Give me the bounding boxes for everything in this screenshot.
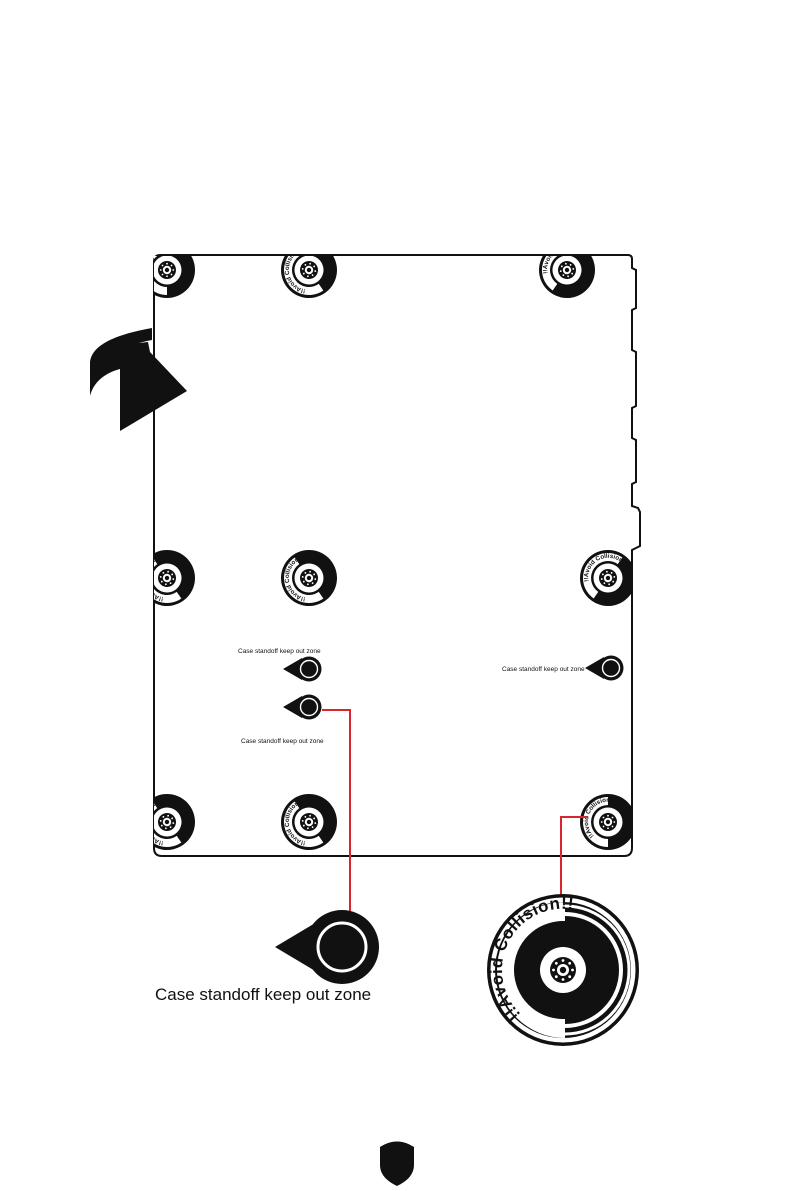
mounting-hole-avoid-collision-icon: !!Avoid Collision!! xyxy=(154,783,206,856)
mounting-hole-avoid-collision-icon: !!Avoid Collision!! xyxy=(270,783,348,856)
legend-keepout-label: Case standoff keep out zone xyxy=(155,985,371,1004)
mounting-hole-avoid-collision-icon: !!Avoid Collision!! xyxy=(270,539,348,617)
avoid-collision-marker-icon: !!Avoid Collision!! xyxy=(487,894,639,1046)
mounting-hole-avoid-collision-icon: !!Avoid Collision!! xyxy=(580,794,632,850)
motherboard-outline xyxy=(153,254,641,857)
keepout-label: Case standoff keep out zone xyxy=(241,738,324,745)
keepout-label: Case standoff keep out zone xyxy=(502,666,585,673)
msi-shield-icon xyxy=(380,1141,414,1186)
mounting-hole-avoid-collision-icon: !!Avoid Collision!! xyxy=(569,539,632,617)
leader-line-avoid-collision xyxy=(560,816,588,895)
mounting-hole-avoid-collision-icon: !!Avoid Collision!! xyxy=(270,256,348,309)
leader-line-keepout xyxy=(322,709,351,912)
mounting-hole-avoid-collision-icon: !!Avoid Collision!! xyxy=(528,256,606,309)
mounting-hole-avoid-collision-icon: !!Avoid Collision!! xyxy=(154,256,195,298)
standoff-keepout-marker-icon xyxy=(283,656,322,682)
keepout-label: Case standoff keep out zone xyxy=(238,648,321,655)
standoff-keepout-marker-icon xyxy=(275,910,379,984)
flip-over-arrow-icon xyxy=(90,328,187,431)
standoff-keepout-marker-icon xyxy=(283,694,322,720)
mounting-hole-avoid-collision-icon: !!Avoid Collision!! xyxy=(154,539,206,617)
standoff-keepout-marker-icon xyxy=(585,655,624,681)
